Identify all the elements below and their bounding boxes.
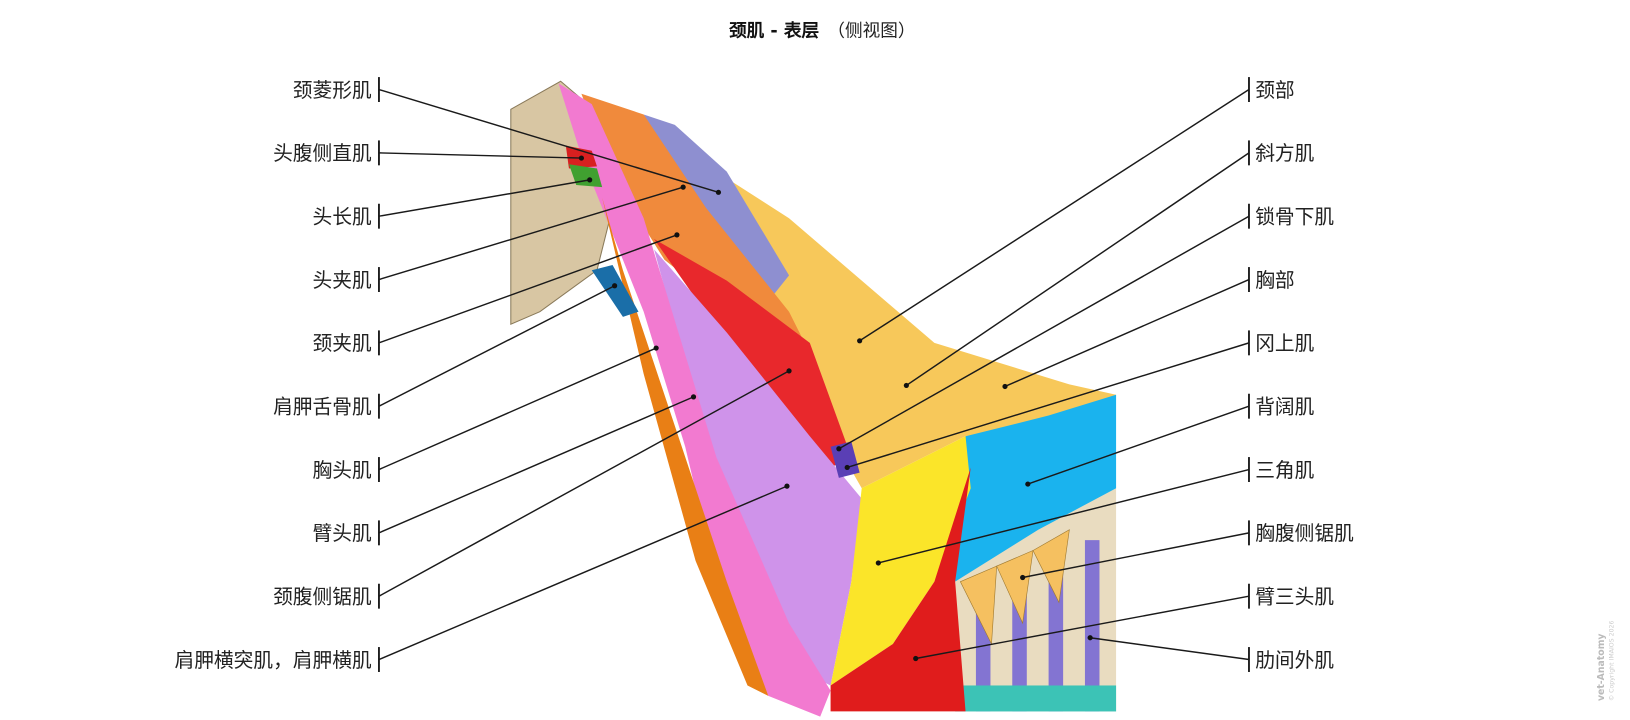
label-trapezius-thoracic: 胸部 <box>1002 267 1295 390</box>
label-serratus-ventralis-cervicis: 颈腹侧锯肌 <box>273 368 792 609</box>
omotransversarius <box>654 249 862 686</box>
label-brachiocephalicus: 臂头肌 <box>313 394 697 546</box>
svg-text:胸腹侧锯肌: 胸腹侧锯肌 <box>1255 522 1354 545</box>
svg-text:头夹肌: 头夹肌 <box>313 269 372 292</box>
serratus-ventralis-thoracis <box>959 529 1070 646</box>
svg-text:颈部: 颈部 <box>1255 79 1294 102</box>
svg-text:© Copyright IMAIOS 2026: © Copyright IMAIOS 2026 <box>1607 621 1615 702</box>
svg-text:颈夹肌: 颈夹肌 <box>313 332 372 355</box>
deltoid <box>830 436 971 686</box>
label-intercostales-externi: 肋间外肌 <box>1087 635 1334 672</box>
label-subclavius: 锁骨下肌 <box>836 203 1334 452</box>
label-deltoideus: 三角肌 <box>875 457 1315 566</box>
label-trapezius: 斜方肌 <box>903 140 1315 389</box>
svg-text:vet-Anatomy: vet-Anatomy <box>1596 633 1607 701</box>
svg-text:斜方肌: 斜方肌 <box>1255 142 1314 165</box>
svg-text:胸部: 胸部 <box>1255 269 1294 292</box>
svg-text:三角肌: 三角肌 <box>1255 459 1314 482</box>
label-serratus-ventralis-thoracis: 胸腹侧锯肌 <box>1020 520 1354 581</box>
right-labels: 颈部 斜方肌 锁骨下肌 胸部 冈上肌 背阔肌 三角肌 胸腹侧锯肌 臂三头肌 肋间… <box>836 77 1354 672</box>
left-labels: 颈菱形肌 头腹侧直肌 头长肌 头夹肌 颈夹肌 肩胛舌骨肌 胸头肌 臂头肌 颈腹侧… <box>174 77 792 672</box>
trapezius <box>716 171 1117 489</box>
svg-text:背阔肌: 背阔肌 <box>1255 395 1314 418</box>
triceps <box>830 467 971 712</box>
serratus-ventralis-cervicis <box>654 239 852 468</box>
svg-text:肩胛横突肌，肩胛横肌: 肩胛横突肌，肩胛横肌 <box>174 649 371 672</box>
tissue-bottom <box>955 685 1117 712</box>
page-title: 颈肌 - 表层（侧视图） <box>728 20 916 42</box>
omohyoid <box>591 265 639 317</box>
svg-text:锁骨下肌: 锁骨下肌 <box>1255 205 1334 228</box>
label-latissimus-dorsi: 背阔肌 <box>1025 393 1315 487</box>
svg-text:冈上肌: 冈上肌 <box>1255 332 1314 355</box>
watermark: vet-Anatomy © Copyright IMAIOS 2026 <box>1596 621 1615 702</box>
svg-text:肩胛舌骨肌: 肩胛舌骨肌 <box>273 395 372 418</box>
svg-text:胸头肌: 胸头肌 <box>313 459 372 482</box>
label-rectus-capitis-ventralis: 头腹侧直肌 <box>273 140 584 166</box>
svg-text:颈菱形肌: 颈菱形肌 <box>293 79 372 102</box>
brachiocephalicus <box>558 83 831 717</box>
splenius <box>581 93 810 354</box>
label-sternocephalicus: 胸头肌 <box>313 345 659 482</box>
label-triceps-brachii: 臂三头肌 <box>913 583 1334 662</box>
svg-text:臂三头肌: 臂三头肌 <box>1255 585 1334 608</box>
label-longus-capitis: 头长肌 <box>313 177 593 229</box>
label-rhomboideus-cervicis: 颈菱形肌 <box>293 77 722 195</box>
svg-text:头长肌: 头长肌 <box>313 205 372 228</box>
svg-text:肋间外肌: 肋间外肌 <box>1255 649 1334 672</box>
label-splenius-cervicis: 颈夹肌 <box>313 232 680 356</box>
muscle-illustration <box>510 80 1117 717</box>
label-omotransversarius: 肩胛横突肌，肩胛横肌 <box>174 483 790 672</box>
rhomboid <box>643 114 790 302</box>
supraspinatus <box>955 394 1117 582</box>
label-supraspinatus: 冈上肌 <box>844 330 1315 471</box>
label-trapezius-cervical: 颈部 <box>857 77 1295 344</box>
svg-text:头腹侧直肌: 头腹侧直肌 <box>273 142 372 165</box>
svg-text:臂头肌: 臂头肌 <box>313 522 372 545</box>
label-omohyoideus: 肩胛舌骨肌 <box>273 283 618 419</box>
label-splenius-capitis: 头夹肌 <box>313 184 686 292</box>
svg-text:颈腹侧锯肌: 颈腹侧锯肌 <box>273 585 372 608</box>
